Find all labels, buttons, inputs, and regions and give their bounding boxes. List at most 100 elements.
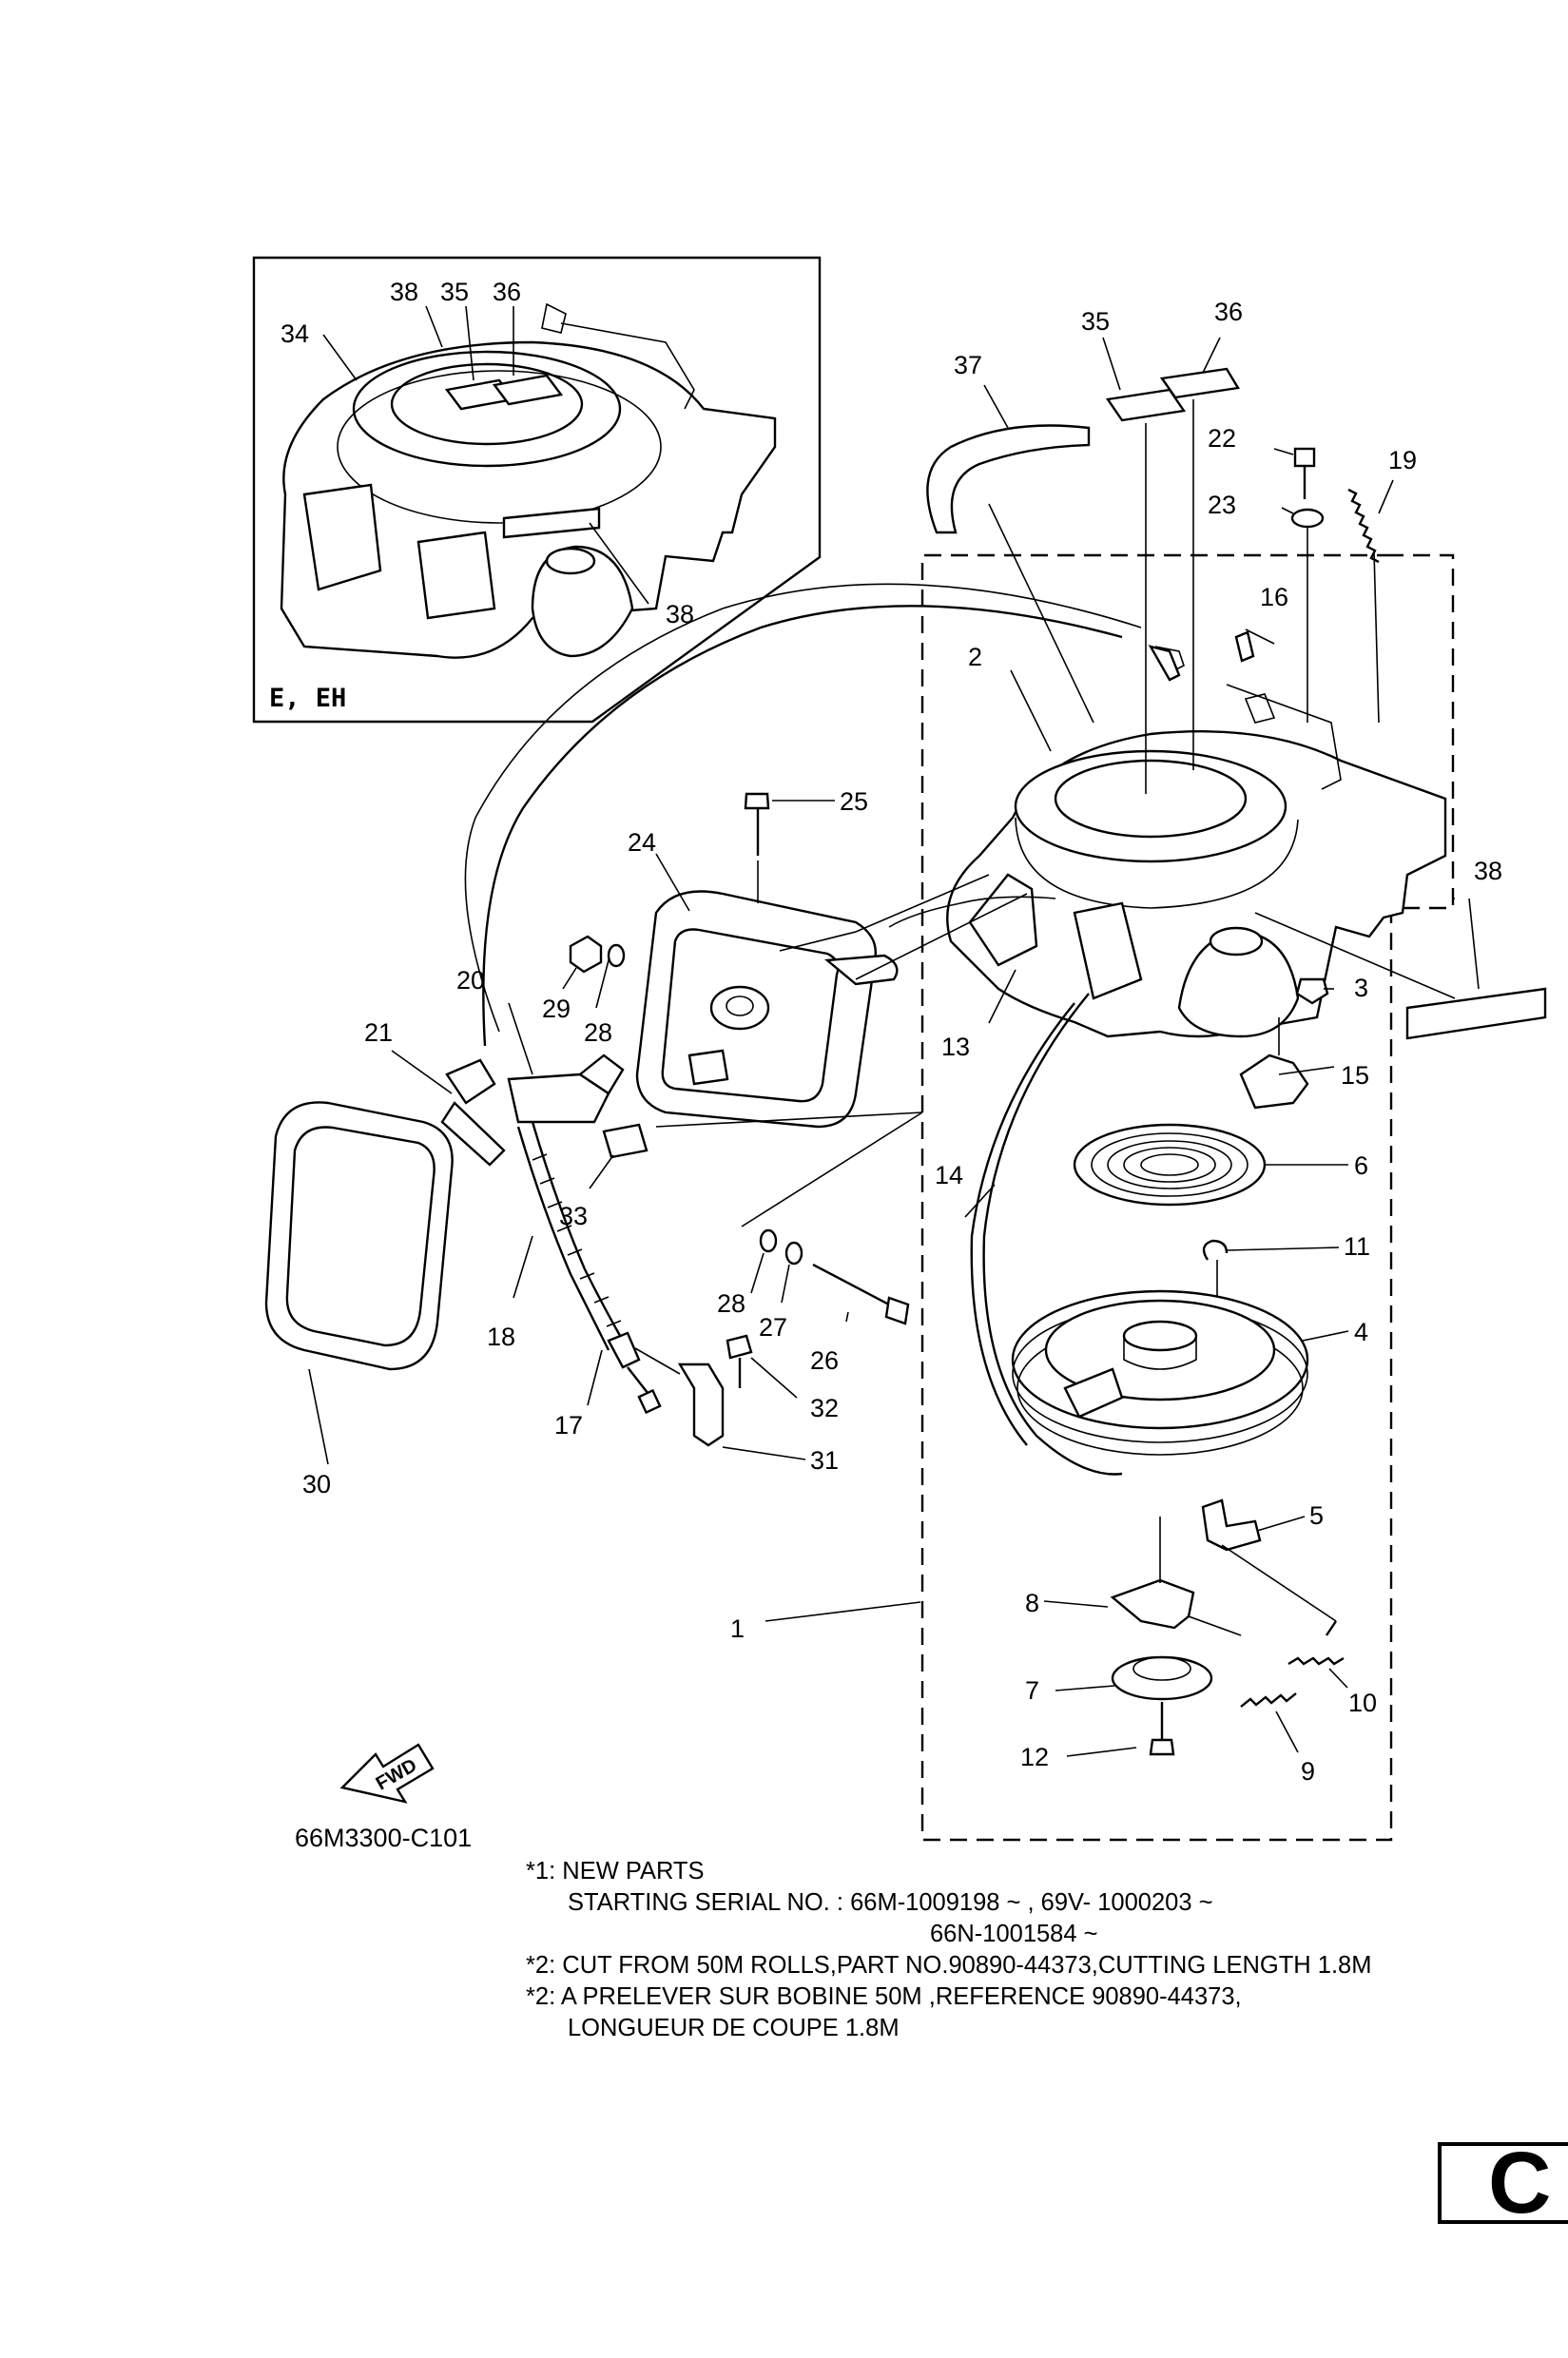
callout-27: 27 — [759, 1313, 787, 1342]
part-28-washer-lower — [759, 1228, 778, 1253]
part-32-bolt — [726, 1334, 753, 1388]
part-38-strip — [1405, 987, 1547, 1040]
callout-6: 6 — [1354, 1151, 1368, 1180]
callout-37: 37 — [954, 351, 982, 379]
callout-7: 7 — [1025, 1676, 1039, 1705]
part-4-sheave-drum — [1011, 1289, 1309, 1456]
callout-38: 38 — [1474, 857, 1502, 885]
note-new-parts: *1: NEW PARTS — [526, 1858, 705, 1884]
part-17-cable-end — [607, 1331, 641, 1369]
callout-33: 33 — [559, 1202, 588, 1230]
inset-callout-36: 36 — [493, 278, 521, 306]
part-8-drive-plate — [1110, 1578, 1195, 1630]
callout-32: 32 — [810, 1394, 839, 1422]
inset-callout-35: 35 — [440, 278, 469, 306]
inset-callout-37: 38 — [390, 278, 418, 306]
part-31-bracket — [677, 1363, 725, 1447]
callout-12: 12 — [1020, 1743, 1049, 1771]
callout-35: 35 — [1081, 307, 1110, 336]
part-29-nut — [569, 935, 603, 974]
callout-1: 1 — [730, 1614, 745, 1643]
part-11-clip — [1202, 1239, 1229, 1261]
part-25-bolt — [744, 792, 770, 903]
starter-housing — [946, 646, 1447, 1038]
inset-variant-label: E, EH — [269, 684, 346, 713]
part-9-spring — [1240, 1692, 1297, 1708]
callout-5: 5 — [1309, 1501, 1324, 1530]
callout-26: 26 — [810, 1346, 839, 1375]
part-3-bolt — [1295, 977, 1329, 1005]
callout-10: 10 — [1348, 1689, 1377, 1717]
inset-callout-34: 34 — [281, 319, 309, 348]
callout-18: 18 — [487, 1323, 515, 1351]
callout-numbers: 1 2 3 4 5 6 7 8 9 10 11 12 13 14 15 16 1… — [302, 298, 1502, 1786]
callout-2: 2 — [968, 643, 982, 671]
part-28-washer-upper — [607, 943, 626, 968]
callout-23: 23 — [1208, 491, 1236, 519]
part-19-spring — [1347, 488, 1380, 564]
note-cut-length-en: *2: CUT FROM 50M ROLLS,PART NO.90890-443… — [526, 1952, 1372, 1979]
part-36-label — [1159, 367, 1240, 399]
part-33-seal — [602, 1123, 648, 1159]
part-15-stopper — [1239, 1053, 1309, 1110]
callout-19: 19 — [1388, 446, 1417, 474]
callout-4: 4 — [1354, 1318, 1368, 1346]
callout-28-lower: 28 — [717, 1289, 745, 1318]
part-27-washer — [784, 1241, 803, 1266]
callout-30: 30 — [302, 1470, 331, 1498]
part-5-pawl — [1201, 1498, 1262, 1552]
forward-arrow-icon: FWD — [339, 1743, 435, 1804]
note-cut-length-fr-cont: LONGUEUR DE COUPE 1.8M — [568, 2015, 900, 2041]
note-serial-numbers: STARTING SERIAL NO. : 66M-1009198 ~ , 69… — [568, 1889, 1213, 1916]
inset-callout-38: 38 — [666, 600, 694, 628]
callout-36: 36 — [1214, 298, 1243, 326]
inset-panel: E, EH 38 35 36 34 38 — [252, 256, 822, 724]
callout-28-upper: 28 — [584, 1018, 612, 1047]
starter-assembly-outline — [920, 553, 1455, 1842]
callout-21: 21 — [364, 1018, 393, 1047]
part-6-spiral-spring — [1073, 1123, 1267, 1207]
part-14-rope — [982, 993, 1123, 1476]
inset-starter-housing — [280, 302, 777, 659]
note-serial-numbers-cont: 66N-1001584 ~ — [930, 1921, 1098, 1947]
callout-16: 16 — [1260, 583, 1288, 611]
figure-code: 66M3300-C101 — [295, 1824, 473, 1852]
callout-13: 13 — [941, 1033, 970, 1061]
callout-24: 24 — [628, 828, 656, 857]
callout-20: 20 — [456, 966, 485, 995]
callout-17: 17 — [554, 1411, 583, 1440]
part-7-cap — [1111, 1655, 1213, 1701]
part-10-spring — [1287, 1620, 1345, 1666]
part-26-bolt — [812, 1263, 910, 1325]
callout-15: 15 — [1341, 1061, 1369, 1090]
callout-9: 9 — [1301, 1757, 1315, 1786]
callout-29: 29 — [542, 995, 571, 1023]
callout-22: 22 — [1208, 424, 1236, 453]
callout-14: 14 — [935, 1161, 963, 1189]
callout-11: 11 — [1344, 1232, 1370, 1261]
part-20-knob — [507, 1053, 625, 1124]
callout-25: 25 — [840, 787, 868, 816]
inset-label-36 — [492, 374, 564, 406]
leader-lines — [308, 448, 1455, 1757]
part-21-bracket — [440, 1058, 506, 1167]
part-13-starter-cable — [482, 605, 1123, 1047]
callout-31: 31 — [810, 1446, 839, 1475]
section-tab — [1438, 2142, 1568, 2224]
inset-label-38 — [502, 507, 601, 539]
part-22-bolt — [1293, 447, 1316, 499]
part-12-bolt — [1149, 1702, 1175, 1756]
part-24-bracket — [635, 874, 1028, 1129]
part-23-washer — [1290, 508, 1325, 529]
note-cut-length-fr: *2: A PRELEVER SUR BOBINE 50M ,REFERENCE… — [526, 1983, 1242, 2010]
part-30-ring — [264, 1101, 454, 1371]
part-35-label — [1105, 388, 1187, 422]
parts-notes: *1: NEW PARTS STARTING SERIAL NO. : 66M-… — [526, 1856, 1371, 2044]
callout-8: 8 — [1025, 1589, 1039, 1617]
part-16-pin — [1234, 630, 1255, 663]
part-37-strip — [926, 424, 1091, 534]
part-18-cable — [516, 1126, 610, 1351]
callout-3: 3 — [1354, 974, 1368, 1002]
section-letter: C — [1488, 2135, 1552, 2232]
